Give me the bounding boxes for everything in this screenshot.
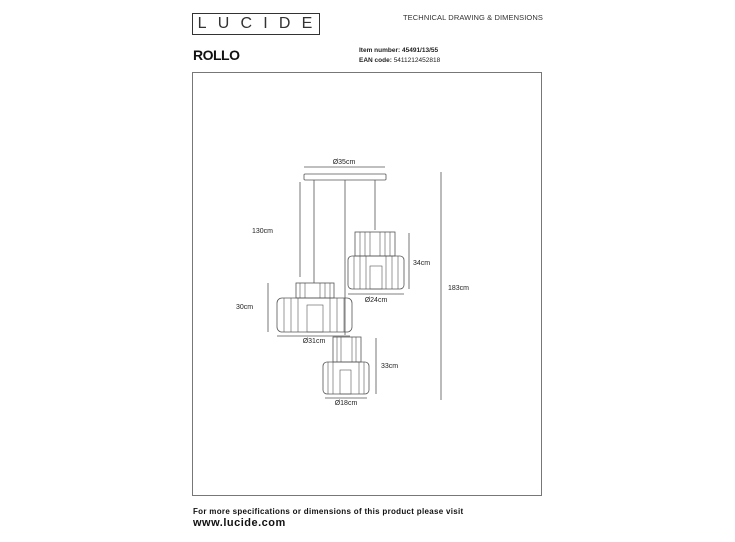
large-shade-height-label: 30cm: [236, 304, 253, 311]
logo-letter: U: [217, 15, 232, 32]
drawing-frame: [192, 72, 542, 496]
product-name: ROLLO: [193, 47, 240, 63]
ean-value: 5411212452818: [393, 57, 441, 64]
website-link[interactable]: www.lucide.com: [193, 517, 286, 529]
small-shade: [322, 336, 370, 395]
logo-letters: L U C I D E: [193, 14, 319, 34]
item-number-row: Item number: 45491/13/55: [359, 46, 440, 56]
small-shade-height-label: 33cm: [381, 363, 398, 370]
medium-shade-diameter-label: Ø24cm: [365, 297, 388, 304]
lucide-logo: L U C I D E: [192, 13, 320, 35]
logo-letter: L: [197, 15, 209, 32]
total-height-label: 183cm: [448, 285, 469, 292]
logo-letter: E: [301, 15, 315, 32]
canopy: [303, 173, 387, 181]
ean-label: EAN code:: [359, 57, 392, 64]
logo-letter: D: [278, 15, 293, 32]
medium-shade-height-label: 34cm: [413, 260, 430, 267]
ean-row: EAN code: 5411212452818: [359, 56, 440, 66]
logo-letter: C: [240, 15, 255, 32]
item-number-value: 45491/13/55: [401, 47, 439, 54]
cable-length-label: 130cm: [252, 228, 273, 235]
large-shade-diameter-label: Ø31cm: [303, 338, 326, 345]
canopy-diameter-label: Ø35cm: [333, 159, 356, 166]
footer-text: For more specifications or dimensions of…: [193, 507, 464, 516]
document-title: TECHNICAL DRAWING & DIMENSIONS: [403, 13, 543, 22]
product-meta: Item number: 45491/13/55 EAN code: 54112…: [359, 46, 440, 66]
small-shade-diameter-label: Ø18cm: [335, 400, 358, 407]
item-number-label: Item number:: [359, 47, 401, 54]
large-shade: [276, 282, 353, 333]
medium-shade: [347, 231, 405, 290]
logo-letter: I: [263, 15, 270, 32]
